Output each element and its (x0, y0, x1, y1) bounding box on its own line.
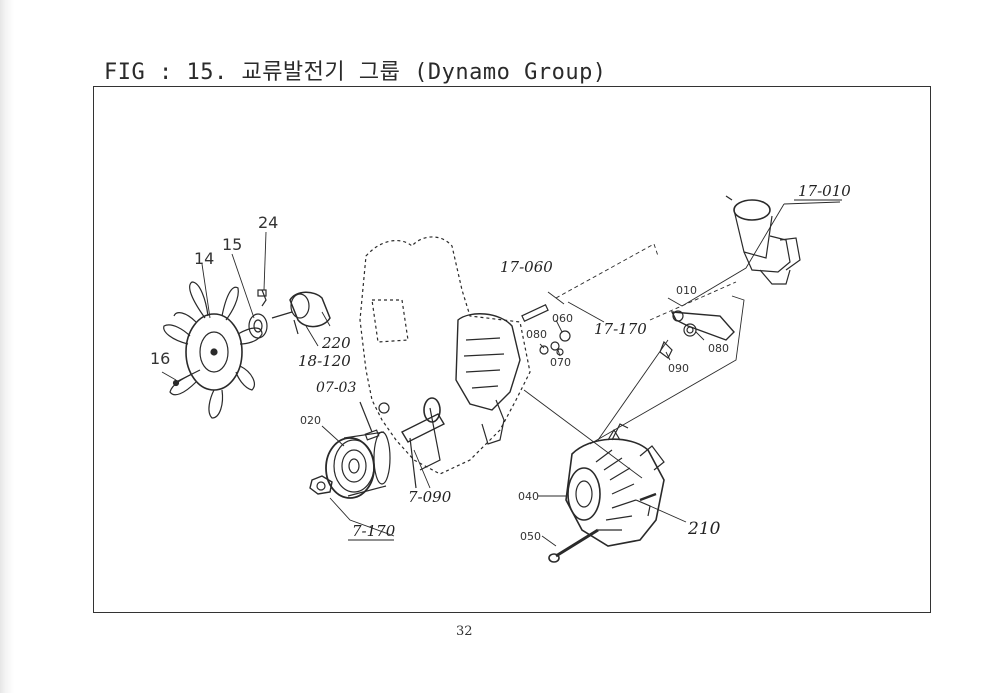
part-labels: 24 15 14 16 220 18-120 07-03 020 7-170 7… (150, 182, 851, 543)
label-07-03: 07-03 (316, 380, 356, 396)
cooling-fan-drawing (163, 281, 263, 419)
water-outlet-drawing (725, 195, 801, 285)
crank-pulley-drawing (325, 431, 391, 499)
label-17-060: 17-060 (500, 258, 553, 276)
label-7-090: 7-090 (408, 488, 452, 506)
gear-case-solid-drawing (378, 313, 521, 471)
leader-lines (161, 201, 841, 547)
crankshaft-drawing (401, 397, 445, 489)
label-050: 050 (520, 530, 541, 543)
label-010: 010 (676, 284, 697, 297)
alternator-drawing (565, 423, 665, 547)
crank-nut-drawing (309, 475, 333, 495)
figure-title: FIG : 15. 교류발전기 그룹 (Dynamo Group) (104, 60, 607, 85)
scan-edge-shading (0, 0, 14, 693)
label-080-left: 080 (526, 328, 547, 341)
diagram-frame (93, 86, 931, 613)
label-020: 020 (300, 414, 321, 427)
label-14: 14 (194, 249, 214, 268)
gear-case-drawing (359, 236, 531, 475)
bolt-210-drawing (639, 492, 657, 502)
adjusting-bracket-drawing (659, 310, 735, 359)
label-080-right: 080 (708, 342, 729, 355)
fan-spacer-drawing (172, 289, 268, 387)
label-17-170: 17-170 (594, 320, 647, 338)
label-090: 090 (668, 362, 689, 375)
label-15: 15 (222, 235, 242, 254)
label-210: 210 (687, 519, 721, 539)
label-060: 060 (552, 312, 573, 325)
dashed-leaders (555, 243, 737, 321)
label-17-010: 17-010 (798, 182, 851, 200)
fan-pulley-drawing (271, 291, 331, 335)
label-18-120: 18-120 (298, 352, 351, 370)
label-220: 220 (321, 334, 351, 352)
label-24: 24 (258, 213, 278, 232)
page-number: 32 (456, 624, 473, 639)
long-bolt-drawing (548, 528, 599, 563)
crank-key-drawing (359, 401, 380, 441)
label-040: 040 (518, 490, 539, 503)
label-070: 070 (550, 356, 571, 369)
label-underlines (348, 199, 842, 541)
label-16: 16 (150, 349, 170, 368)
label-7-170: 7-170 (352, 522, 396, 540)
